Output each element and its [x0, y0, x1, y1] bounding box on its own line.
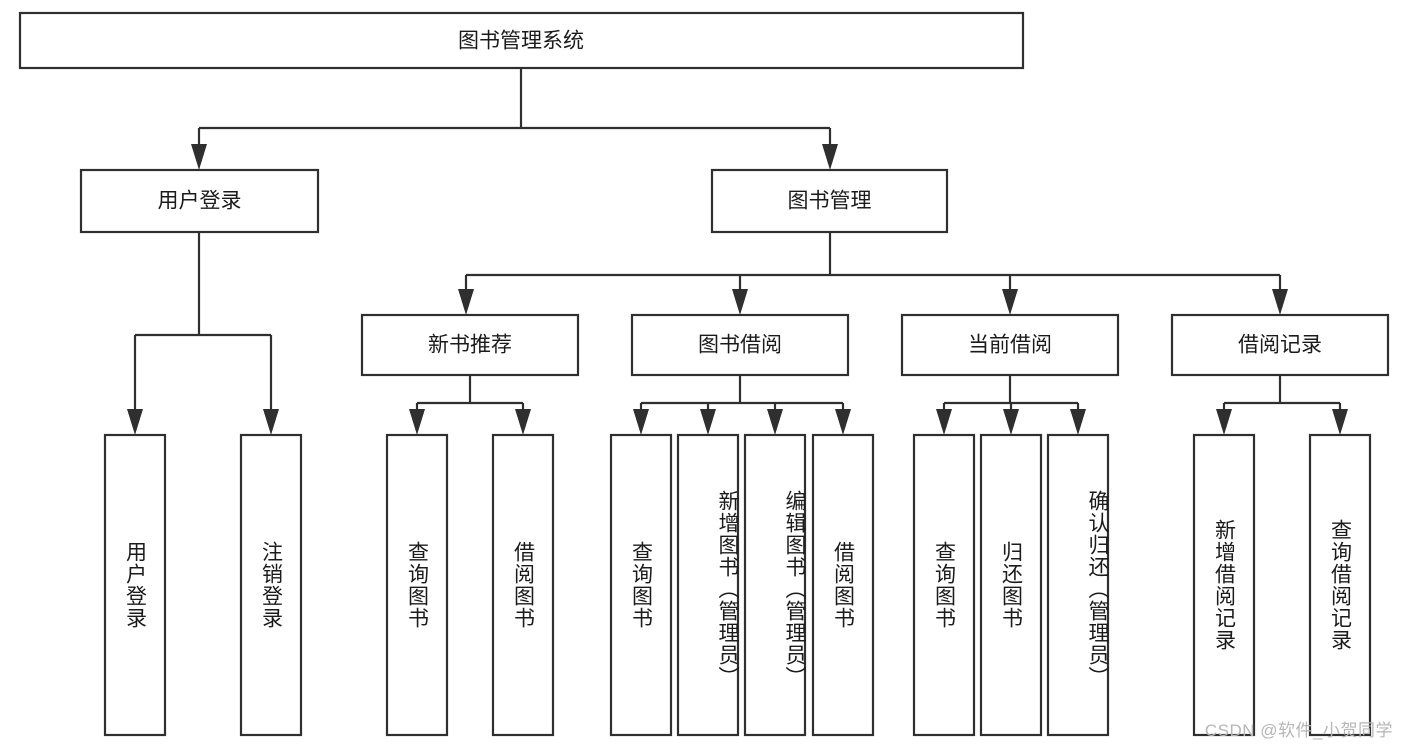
- leaf-box-logout[interactable]: [239, 433, 303, 737]
- leaf-box-borrow-book-2[interactable]: [811, 433, 875, 737]
- arrow-head-icon: [936, 409, 952, 435]
- leaf-box-query-borrow-record[interactable]: [1308, 433, 1372, 737]
- node-new-book-recommend[interactable]: 新书推荐: [360, 313, 580, 377]
- arrow-head-icon: [700, 409, 716, 435]
- current-borrow-box: [900, 313, 1120, 377]
- book-borrow-label: 图书借阅: [698, 334, 782, 357]
- leaf-box-borrow-book-1[interactable]: [491, 433, 555, 737]
- user-login-box: [79, 168, 320, 234]
- arrow-head-icon: [822, 144, 838, 170]
- new-book-recommend-box: [360, 313, 580, 377]
- new-book-recommend-label: 新书推荐: [428, 334, 512, 357]
- arrow-head-icon: [458, 289, 474, 315]
- connector-current-borrow-to-leaves: [936, 375, 1086, 435]
- leaf-box-add-borrow-record[interactable]: [1192, 433, 1256, 737]
- node-user-login[interactable]: 用户登录: [79, 168, 320, 234]
- watermark-text: CSDN @软件_小贺同学: [1204, 721, 1393, 740]
- leaf-box-user-login[interactable]: [103, 433, 167, 737]
- leaf-box-add-book-admin[interactable]: [676, 433, 740, 737]
- leaf-box-query-book-1[interactable]: [385, 433, 449, 737]
- arrow-head-icon: [633, 409, 649, 435]
- node-current-borrow[interactable]: 当前借阅: [900, 313, 1120, 377]
- user-login-label: 用户登录: [158, 190, 242, 213]
- arrow-head-icon: [409, 409, 425, 435]
- book-management-label: 图书管理: [788, 190, 872, 213]
- connector-book-borrow-to-leaves: [633, 375, 851, 435]
- arrow-head-icon: [835, 409, 851, 435]
- arrow-head-icon: [263, 409, 279, 435]
- arrow-head-icon: [191, 144, 207, 170]
- connector-user-login-to-leaves: [127, 232, 279, 435]
- connector-new-book-recommend-to-leaves: [409, 375, 531, 435]
- arrow-head-icon: [1272, 289, 1288, 315]
- arrow-head-icon: [1216, 409, 1232, 435]
- arrow-head-icon: [767, 409, 783, 435]
- connector-root-to-level2: [191, 68, 838, 170]
- leaf-box-confirm-return-admin[interactable]: [1046, 433, 1110, 737]
- node-book-management[interactable]: 图书管理: [710, 168, 949, 234]
- node-book-borrow[interactable]: 图书借阅: [630, 313, 850, 377]
- arrow-head-icon: [1332, 409, 1348, 435]
- arrow-head-icon: [732, 289, 748, 315]
- arrow-head-icon: [127, 409, 143, 435]
- leaf-box-return-book[interactable]: [979, 433, 1043, 737]
- arrow-head-icon: [515, 409, 531, 435]
- connector-borrow-record-to-leaves: [1216, 375, 1348, 435]
- node-borrow-record[interactable]: 借阅记录: [1170, 313, 1390, 377]
- root-box: [18, 11, 1025, 70]
- root-label: 图书管理系统: [458, 30, 584, 53]
- arrow-head-icon: [1002, 289, 1018, 315]
- leaf-box-query-book-2[interactable]: [609, 433, 673, 737]
- connector-book-management-to-level3: [458, 232, 1288, 315]
- borrow-record-label: 借阅记录: [1238, 334, 1322, 357]
- current-borrow-label: 当前借阅: [968, 334, 1052, 357]
- arrow-head-icon: [1070, 409, 1086, 435]
- leaf-box-query-book-3[interactable]: [912, 433, 976, 737]
- node-root[interactable]: 图书管理系统: [18, 11, 1025, 70]
- leaf-box-edit-book-admin[interactable]: [743, 433, 807, 737]
- arrow-head-icon: [1003, 409, 1019, 435]
